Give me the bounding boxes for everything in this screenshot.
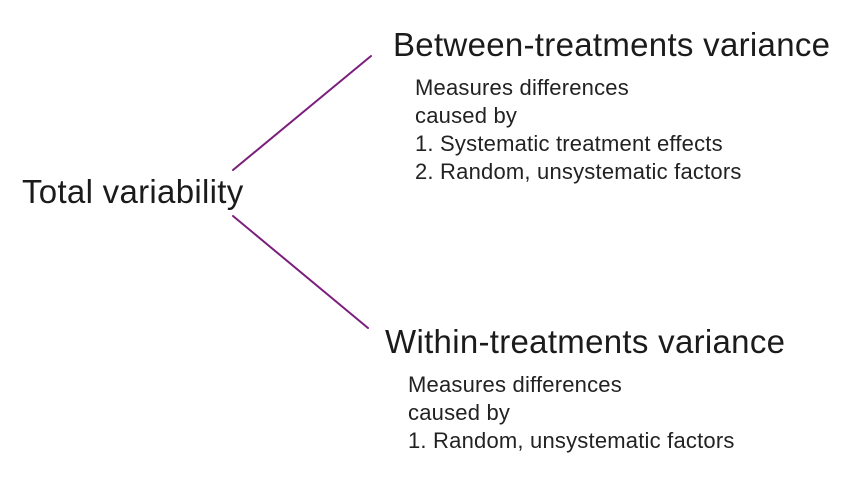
branch-notes-within-treatments: Measures differences caused by 1. Random… — [408, 371, 735, 455]
branch-note-line: caused by — [408, 400, 511, 425]
branch-note-line: Measures differences — [408, 372, 622, 397]
branch-note-line: Measures differences — [415, 75, 629, 100]
branch-notes-between-treatments: Measures differences caused by 1. System… — [415, 74, 742, 186]
branch-note-line: 1. Random, unsystematic factors — [408, 428, 735, 453]
branch-note-line: 2. Random, unsystematic factors — [415, 159, 742, 184]
branch-note-line: 1. Systematic treatment effects — [415, 131, 723, 156]
connector-line-lower — [232, 215, 369, 329]
root-node-label: Total variability — [22, 173, 244, 210]
connector-line-upper — [232, 55, 372, 171]
branch-note-line: caused by — [415, 103, 518, 128]
branch-title-within-treatments: Within-treatments variance — [385, 323, 786, 360]
branch-title-between-treatments: Between-treatments variance — [393, 26, 831, 63]
